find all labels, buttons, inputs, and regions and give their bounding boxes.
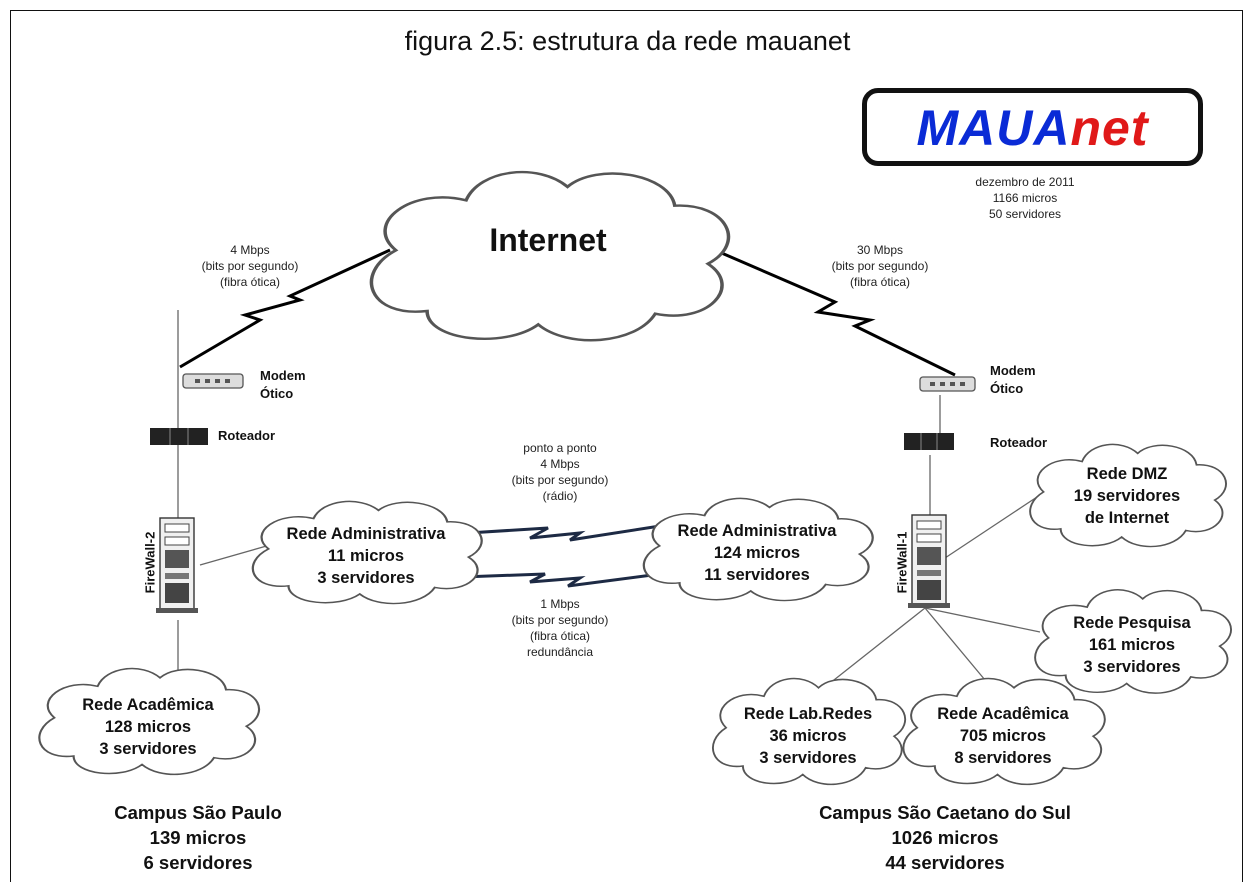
router-right-icon (904, 433, 954, 450)
firewall-right-label: FireWall-1 (894, 531, 910, 594)
firewall-left-icon (156, 517, 198, 613)
right-internet-link-label: 30 Mbps(bits por segundo)(fibra ótica) (831, 243, 929, 289)
figure-frame (10, 10, 1243, 882)
internet-label: Internet (489, 222, 607, 258)
fiber-link-label: 1 Mbps(bits por segundo)(fibra ótica)red… (511, 597, 609, 659)
left-internet-link (179, 248, 391, 369)
modem-right-icon (919, 376, 976, 392)
firewall-left-label: FireWall-2 (142, 531, 158, 594)
router-left-label: Roteador (218, 428, 276, 443)
fiber-link (461, 572, 661, 588)
internet-links (179, 246, 956, 377)
figure-title: figura 2.5: estrutura da rede mauanet (404, 26, 851, 56)
router-right-label: Roteador (990, 435, 1048, 450)
right-internet-link (709, 246, 956, 377)
campus-links (461, 524, 661, 588)
modem-left-icon (182, 373, 244, 389)
firewall-right-icon (908, 514, 950, 608)
connection-lines (177, 310, 1041, 696)
left-internet-link-label: 4 Mbps(bits por segundo)(fibra ótica) (201, 243, 299, 289)
radio-link (467, 524, 661, 542)
mauanet-logo: MAUAnet (862, 88, 1203, 166)
router-left-icon (150, 428, 208, 445)
